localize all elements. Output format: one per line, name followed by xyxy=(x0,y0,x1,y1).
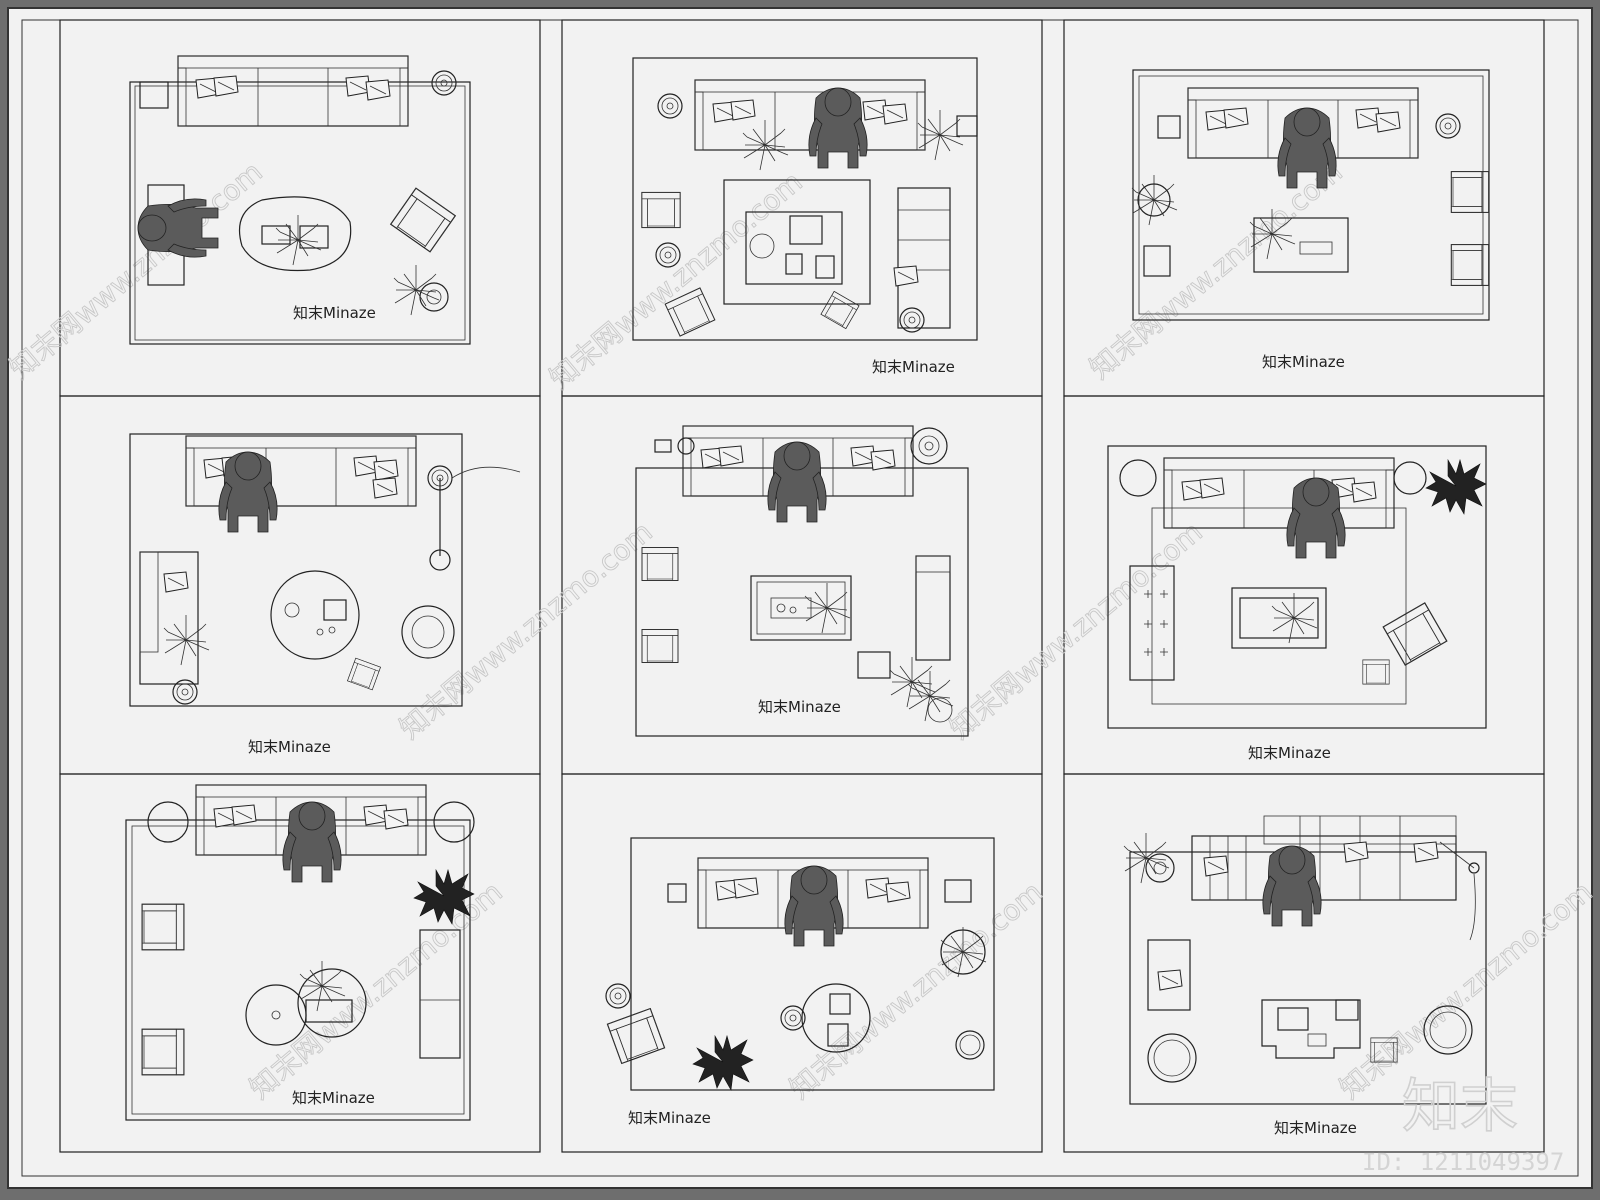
image-id-watermark: ID: 1211049397 xyxy=(1362,1148,1564,1176)
brand-logo-watermark: 知末 xyxy=(1402,1072,1518,1140)
panel-label: 知末Minaze xyxy=(248,738,331,756)
panel-grid xyxy=(59,19,1545,1153)
floorplan-panel-4: 知末Minaze xyxy=(129,433,521,756)
floorplan-panel-6: 知末Minaze xyxy=(1107,445,1487,762)
panel-label: 知末Minaze xyxy=(293,304,376,322)
floorplan-panel-3: 知末Minaze xyxy=(1131,69,1490,371)
panel-label: 知末Minaze xyxy=(628,1109,711,1127)
floorplan-panel-1: 知末Minaze xyxy=(129,56,471,345)
floorplan-panel-7: 知末Minaze xyxy=(125,785,475,1121)
floorplan-panel-8: 知末Minaze xyxy=(605,837,995,1127)
floorplan-panel-9: 知末Minaze xyxy=(1123,815,1487,1137)
panel-label: 知末Minaze xyxy=(758,698,841,716)
panel-label: 知末Minaze xyxy=(872,358,955,376)
floorplan-panel-2: 知末Minaze xyxy=(632,57,978,376)
panel-label: 知末Minaze xyxy=(292,1089,375,1107)
panel-label: 知末Minaze xyxy=(1248,744,1331,762)
panel-label: 知末Minaze xyxy=(1262,353,1345,371)
floorplan-panel-5: 知末Minaze xyxy=(635,426,969,737)
panel-label: 知末Minaze xyxy=(1274,1119,1357,1137)
